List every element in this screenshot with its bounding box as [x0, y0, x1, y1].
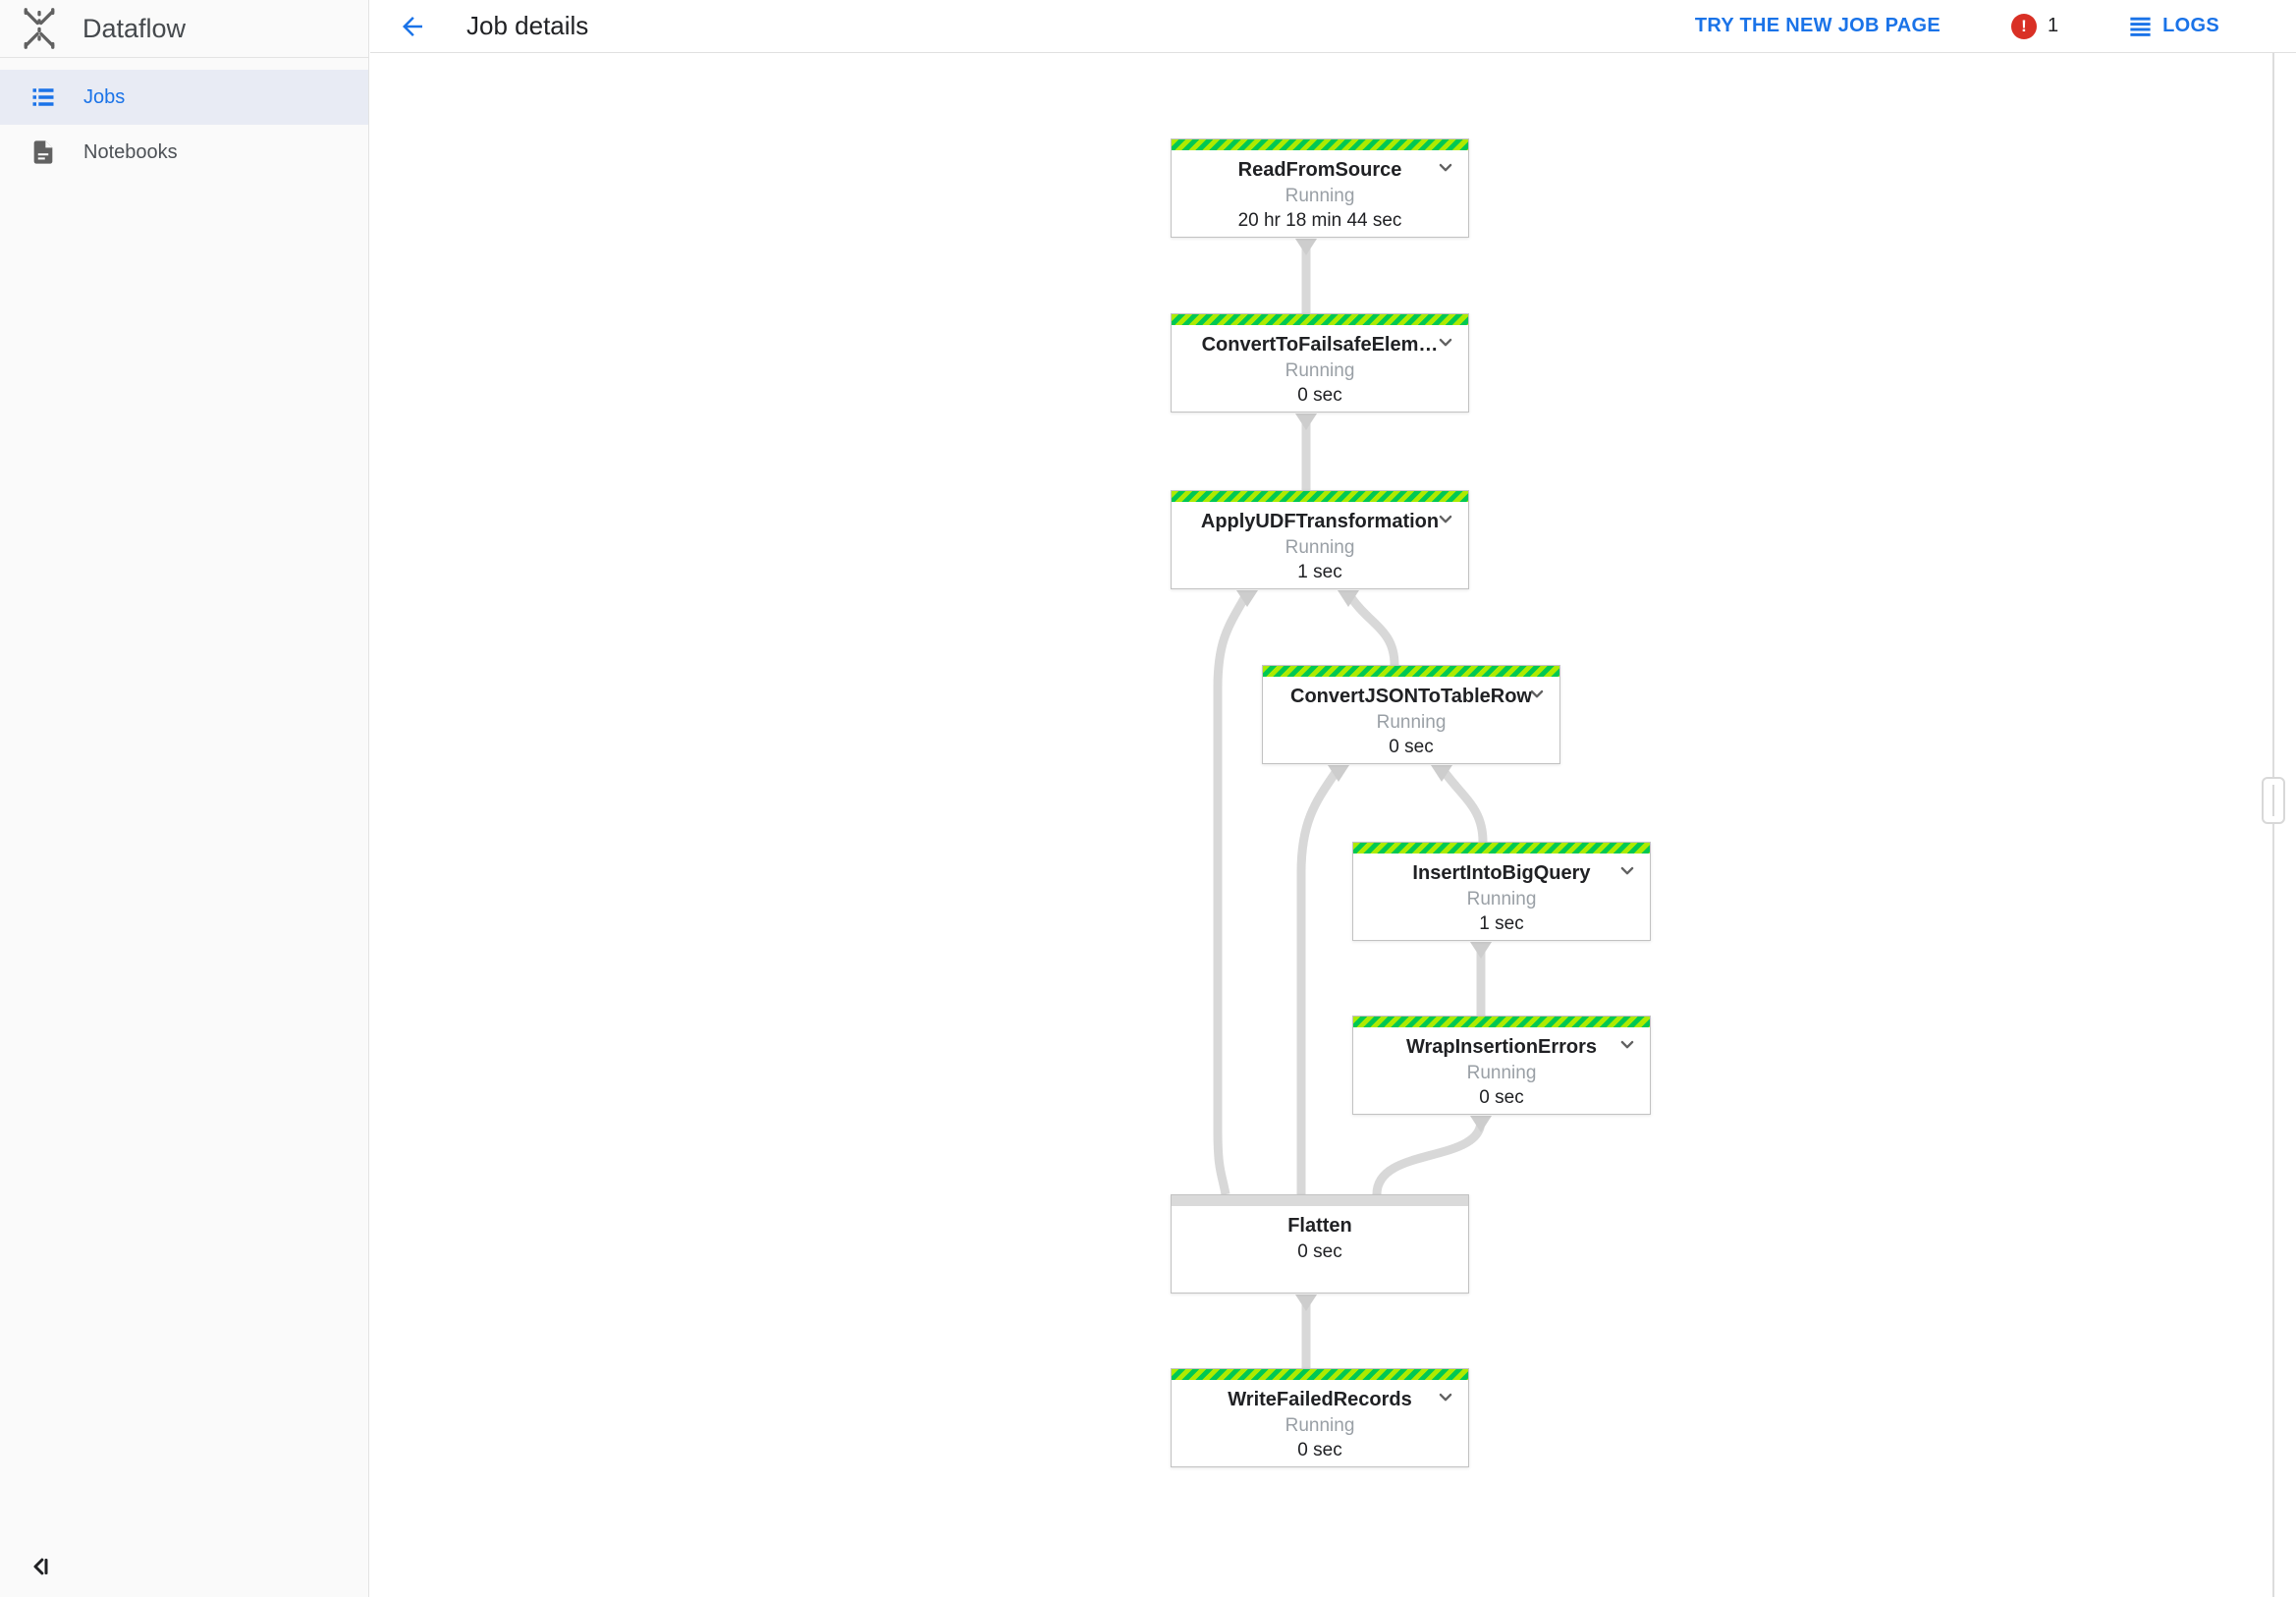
pipeline-step-node[interactable]: WriteFailedRecords Running 0 sec	[1171, 1368, 1469, 1467]
node-title: Flatten	[1287, 1215, 1352, 1237]
node-status-stripe	[1353, 843, 1650, 854]
node-status-stripe	[1263, 666, 1559, 677]
sidebar-item-notebooks[interactable]: Notebooks	[0, 125, 368, 180]
error-count: 1	[2048, 15, 2059, 36]
pipeline-edge	[1372, 1118, 1486, 1195]
product-name: Dataflow	[82, 13, 187, 43]
pipeline-step-node[interactable]: ConvertJSONToTableRow Running 0 sec	[1262, 665, 1560, 764]
node-status-stripe	[1172, 1195, 1468, 1206]
page-title: Job details	[466, 11, 589, 40]
node-status: Running	[1376, 712, 1447, 733]
node-status-stripe	[1172, 1369, 1468, 1380]
pipeline-edge	[1438, 765, 1488, 843]
notebook-document-icon	[29, 138, 57, 166]
chevron-down-icon[interactable]	[1524, 682, 1550, 707]
edge-arrowhead	[1470, 1116, 1492, 1132]
node-duration: 20 hr 18 min 44 sec	[1237, 210, 1402, 231]
node-title: ConvertJSONToTableRow	[1290, 686, 1532, 707]
edge-arrowhead	[1470, 942, 1492, 959]
node-status: Running	[1285, 537, 1355, 558]
node-title: ReadFromSource	[1237, 159, 1402, 181]
node-status: Running	[1285, 1415, 1355, 1436]
sidebar-item-label: Notebooks	[83, 140, 178, 163]
scrollbar-handle[interactable]	[2262, 777, 2285, 824]
chevron-down-icon[interactable]	[1433, 155, 1458, 181]
error-badge[interactable]: ! 1	[2011, 13, 2059, 39]
node-duration: 0 sec	[1297, 1440, 1342, 1460]
node-duration: 0 sec	[1297, 385, 1342, 406]
edge-arrowhead	[1295, 413, 1317, 430]
topbar: Job details TRY THE NEW JOB PAGE ! 1 LOG…	[370, 0, 2296, 53]
node-title: InsertIntoBigQuery	[1412, 862, 1591, 884]
sidebar-nav: Jobs Notebooks	[0, 58, 368, 180]
node-status-stripe	[1172, 491, 1468, 502]
edge-arrowhead	[1295, 239, 1317, 255]
pipeline-step-node[interactable]: ReadFromSource Running 20 hr 18 min 44 s…	[1171, 138, 1469, 238]
node-status-stripe	[1353, 1017, 1650, 1027]
node-title: WriteFailedRecords	[1228, 1389, 1412, 1410]
node-duration: 1 sec	[1297, 562, 1342, 582]
pipeline-step-node[interactable]: ApplyUDFTransformation Running 1 sec	[1171, 490, 1469, 589]
chevron-down-icon[interactable]	[1614, 858, 1640, 884]
chevron-down-icon[interactable]	[1614, 1032, 1640, 1058]
try-new-job-page-button[interactable]: TRY THE NEW JOB PAGE	[1694, 15, 1941, 36]
chevron-down-icon[interactable]	[1433, 330, 1458, 356]
logs-lines-icon	[2127, 13, 2154, 39]
product-header: Dataflow	[0, 0, 368, 58]
edge-arrowhead	[1338, 590, 1359, 607]
node-title: ConvertToFailsafeElem…	[1201, 334, 1439, 356]
error-icon: !	[2011, 13, 2037, 39]
pipeline-edge	[1296, 765, 1342, 1194]
sidebar-item-label: Jobs	[83, 85, 126, 108]
node-status: Running	[1466, 1063, 1537, 1083]
pipeline-edge	[1213, 590, 1251, 1195]
node-status: Running	[1285, 186, 1355, 206]
node-duration: 0 sec	[1479, 1087, 1524, 1108]
edge-arrowhead	[1328, 765, 1349, 782]
node-duration: 1 sec	[1479, 913, 1524, 934]
sidebar: Dataflow Jobs Notebooks	[0, 0, 369, 1597]
node-status: Running	[1285, 360, 1355, 381]
collapse-sidebar-icon[interactable]	[26, 1552, 55, 1581]
edge-arrowhead	[1236, 590, 1258, 607]
chevron-down-icon[interactable]	[1433, 1385, 1458, 1410]
pipeline-step-node[interactable]: ConvertToFailsafeElem… Running 0 sec	[1171, 313, 1469, 413]
node-duration: 0 sec	[1389, 737, 1434, 757]
node-title: WrapInsertionErrors	[1405, 1036, 1598, 1058]
logs-label: LOGS	[2162, 15, 2219, 36]
jobs-list-icon	[29, 83, 57, 111]
edge-arrowhead	[1295, 1294, 1317, 1311]
dataflow-logo-icon	[18, 7, 61, 50]
pipeline-step-node[interactable]: WrapInsertionErrors Running 0 sec	[1352, 1016, 1651, 1115]
pipeline-step-node[interactable]: Flatten 0 sec	[1171, 1194, 1469, 1294]
node-status-stripe	[1172, 139, 1468, 150]
node-title: ApplyUDFTransformation	[1200, 511, 1440, 532]
node-duration: 0 sec	[1297, 1241, 1342, 1262]
chevron-down-icon[interactable]	[1433, 507, 1458, 532]
edge-arrowhead	[1431, 765, 1452, 782]
pipeline-step-node[interactable]: InsertIntoBigQuery Running 1 sec	[1352, 842, 1651, 941]
pipeline-edge	[1344, 590, 1399, 666]
arrow-back-icon[interactable]	[398, 12, 427, 41]
node-status-stripe	[1172, 314, 1468, 325]
logs-button[interactable]: LOGS	[2127, 13, 2219, 39]
node-status: Running	[1466, 889, 1537, 909]
sidebar-item-jobs[interactable]: Jobs	[0, 70, 368, 125]
